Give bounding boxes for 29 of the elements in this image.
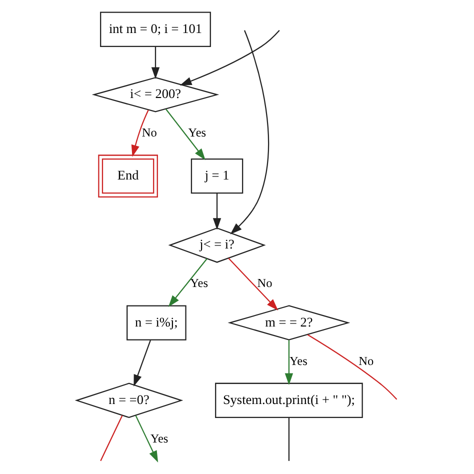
- node-box: int m = 0; i = 101: [100, 12, 211, 47]
- edge-label: No: [142, 126, 157, 140]
- arrow: [228, 258, 278, 310]
- connector: [288, 418, 290, 461]
- node-box: n = i%j;: [126, 305, 186, 340]
- arrow: [134, 340, 152, 386]
- arrow: [168, 258, 208, 307]
- arrow: [131, 110, 149, 157]
- node-box: System.out.print(i + " ");: [215, 382, 363, 418]
- arrow: [151, 46, 160, 79]
- node-box: End: [98, 154, 158, 198]
- arrow: [230, 30, 270, 234]
- arrow: [135, 415, 158, 462]
- arrow: [212, 193, 222, 230]
- node-diamond: m = = 2?: [228, 305, 350, 340]
- edge-label: No: [257, 276, 272, 290]
- edge-label: Yes: [289, 354, 308, 368]
- edge-label: Yes: [150, 431, 168, 446]
- edge-label: Yes: [190, 276, 208, 290]
- arrow: [165, 108, 206, 160]
- node-diamond: n = =0?: [74, 382, 184, 418]
- arrow: [284, 340, 294, 386]
- edge-label: No: [358, 354, 374, 368]
- node-box: j = 1: [190, 158, 244, 194]
- edge-label: Yes: [188, 126, 206, 140]
- connector: [100, 415, 123, 462]
- connector: [307, 334, 398, 400]
- node-diamond: j< = i?: [168, 228, 266, 263]
- arrow: [180, 30, 280, 86]
